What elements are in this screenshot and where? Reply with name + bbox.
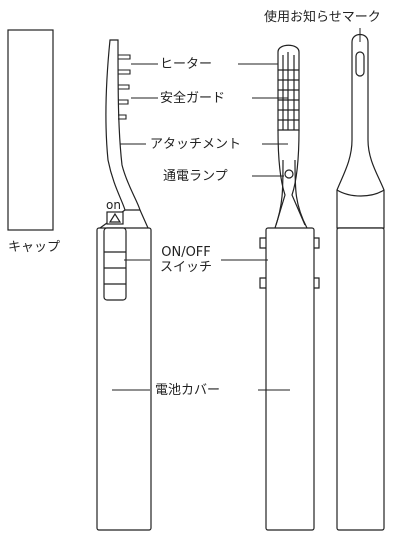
switch-on-label: on [106,198,121,212]
on-off-label-line1: ON/OFF [161,245,211,260]
back-view-device [336,33,385,531]
leader-lines [112,28,361,391]
switch-slider [103,227,127,301]
cap-label: キャップ [8,240,61,255]
on-off-label-line2: スイッチ [159,260,212,275]
front-view-device [259,44,320,531]
usage-mark-slot [355,51,365,77]
attachment-label: アタッチメント [150,137,242,152]
battery-cover-label: 電池カバー [155,383,221,398]
cap-illustration [7,29,54,231]
on-off-switch-label: ON/OFF スイッチ [150,245,222,275]
safety-guard-label: 安全ガード [160,91,226,106]
side-view-device [96,39,152,531]
heater-label: ヒーター [160,57,213,72]
usage-mark-label: 使用お知らせマーク [264,10,381,25]
indicator-lamp [284,169,294,179]
indicator-lamp-label: 通電ランプ [163,169,228,184]
